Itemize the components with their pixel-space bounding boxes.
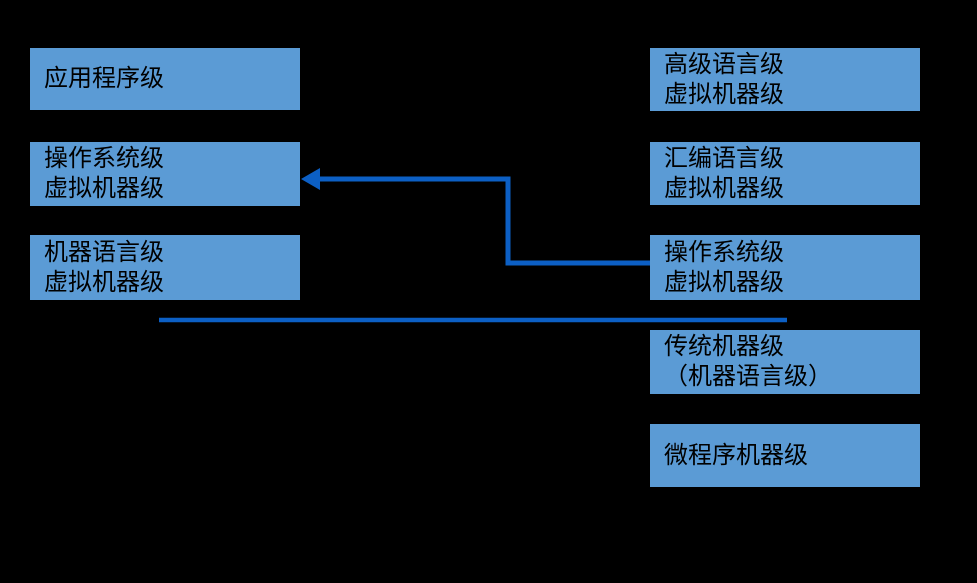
box-label: 虚拟机器级	[664, 80, 784, 108]
box-label: 虚拟机器级	[44, 175, 164, 202]
box-os-virtual-machine-left: 操作系统级 虚拟机器级	[30, 142, 300, 206]
box-label: （机器语言级）	[664, 363, 832, 390]
box-os-virtual-machine-right: 操作系统级 虚拟机器级	[650, 235, 920, 300]
box-label: 机器语言级	[44, 238, 164, 266]
box-application-level: 应用程序级	[30, 48, 300, 110]
box-assembly-language-vm: 汇编语言级 虚拟机器级	[650, 142, 920, 205]
box-label: 操作系统级	[44, 145, 164, 172]
box-label: 高级语言级	[664, 50, 784, 78]
box-label: 虚拟机器级	[44, 268, 164, 296]
elbow-connector-line	[317, 176, 650, 266]
box-label: 虚拟机器级	[664, 174, 784, 202]
arrowhead-left-icon	[301, 168, 320, 190]
box-label: 应用程序级	[44, 65, 164, 92]
box-label: 微程序机器级	[664, 441, 808, 469]
box-label: 虚拟机器级	[664, 268, 784, 296]
box-label: 汇编语言级	[664, 144, 784, 172]
box-label: 操作系统级	[664, 238, 784, 266]
box-traditional-machine: 传统机器级 （机器语言级）	[650, 330, 920, 394]
box-machine-language-vm: 机器语言级 虚拟机器级	[30, 235, 300, 300]
box-label: 传统机器级	[664, 333, 784, 360]
box-high-level-language-vm: 高级语言级 虚拟机器级	[650, 48, 920, 111]
box-microprogram-machine: 微程序机器级	[650, 424, 920, 487]
